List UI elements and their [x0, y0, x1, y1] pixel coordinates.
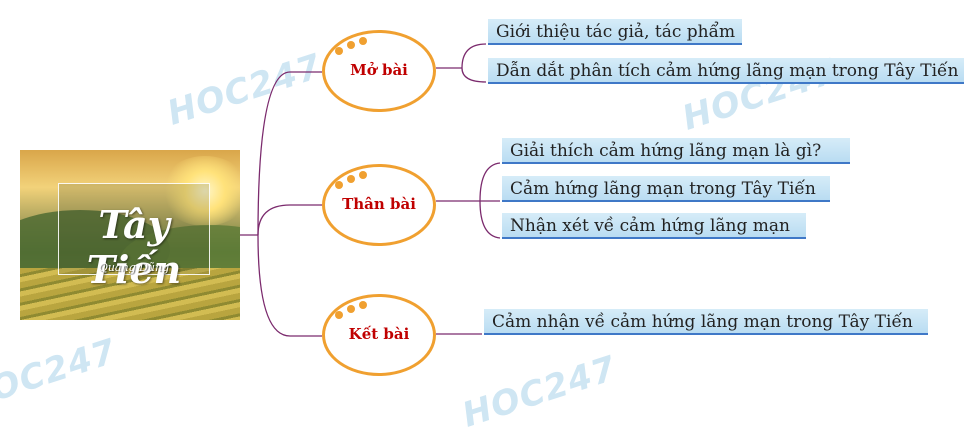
- connector-lines: [240, 43, 501, 337]
- node-label: Kết bài: [348, 325, 410, 343]
- node-label: Thân bài: [342, 195, 416, 213]
- title-frame: [58, 183, 210, 275]
- node-than-bai[interactable]: Thân bài: [322, 164, 436, 246]
- leaf-item[interactable]: Dẫn dắt phân tích cảm hứng lãng mạn tron…: [488, 58, 964, 84]
- leaf-item[interactable]: Nhận xét về cảm hứng lãng mạn: [502, 213, 806, 239]
- leaf-item[interactable]: Cảm nhận về cảm hứng lãng mạn trong Tây …: [484, 309, 928, 335]
- leaf-item[interactable]: Cảm hứng lãng mạn trong Tây Tiến: [502, 176, 830, 202]
- cover-image: Tây Tiến Quang Dũng: [20, 150, 240, 320]
- cover-author: Quang Dũng: [98, 261, 170, 274]
- node-mo-bai[interactable]: Mở bài: [322, 30, 436, 112]
- sun-graphic: [160, 156, 240, 226]
- rice-terrace-graphic: [20, 268, 240, 320]
- leaf-item[interactable]: Giải thích cảm hứng lãng mạn là gì?: [502, 138, 850, 164]
- node-label: Mở bài: [350, 61, 408, 79]
- node-ket-bai[interactable]: Kết bài: [322, 294, 436, 376]
- leaf-item[interactable]: Giới thiệu tác giả, tác phẩm: [488, 19, 742, 45]
- cover-title: Tây Tiến: [86, 202, 182, 292]
- mind-map: HOC247 HOC247 HOC247 HOC247 Tây T: [0, 19, 964, 436]
